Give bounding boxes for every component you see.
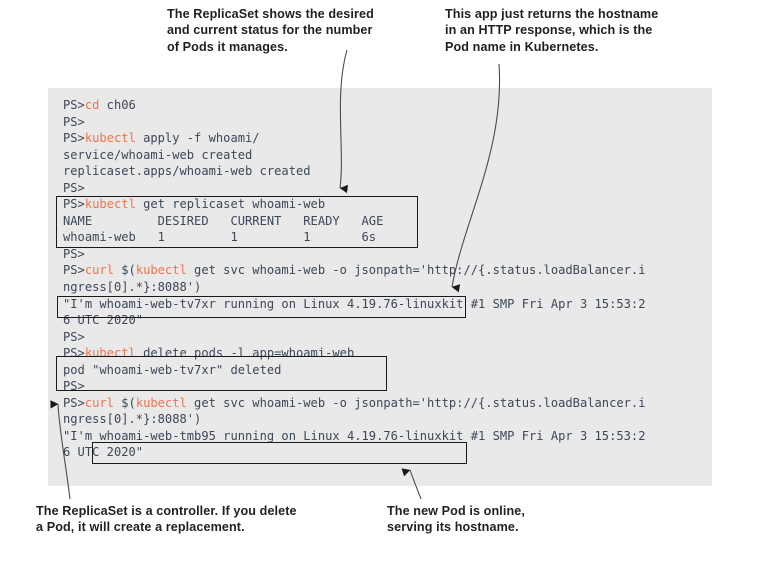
terminal-prompt: PS> [63,180,85,195]
terminal-line: ngress[0].*}:8088') [63,411,646,428]
terminal-line: whoami-web 1 1 1 6s [63,229,646,246]
terminal-line: PS> [63,246,646,263]
callout-replicaset-controller: The ReplicaSet is a controller. If you d… [36,504,297,535]
callout-app-hostname: This app just returns the hostname in an… [445,7,659,54]
terminal-text: whoami-web 1 1 1 6s [63,230,377,245]
terminal-prompt: PS> [63,98,85,112]
terminal-command: curl [84,263,114,278]
terminal-command: kubectl [135,395,187,410]
terminal-prompt: PS> [63,114,85,129]
terminal-line: PS>cd ch06 [63,97,646,114]
terminal-prompt: PS> [63,329,85,344]
terminal-line: PS>curl $(kubectl get svc whoami-web -o … [63,395,646,412]
terminal-text: ch06 [99,98,136,112]
terminal-command: curl [84,395,114,410]
terminal-line: PS> [63,378,646,395]
highlight-box-pod-hostname-second [92,442,467,464]
terminal-line: replicaset.apps/whoami-web created [63,163,646,180]
terminal-line: "I'm whoami-web-tmb95 running on Linux 4… [63,428,646,445]
terminal-text: get svc whoami-web -o jsonpath='http://{… [186,263,646,278]
terminal-prompt: PS> [63,131,85,146]
terminal-line: ngress[0].*}:8088') [63,279,646,296]
terminal-line: PS> [63,114,646,131]
highlight-box-delete-pod [56,356,387,391]
highlight-box-replicaset-status [56,196,418,248]
terminal-line: PS>curl $(kubectl get svc whoami-web -o … [63,262,646,279]
terminal-line: PS>kubectl apply -f whoami/ [63,130,646,147]
terminal-line: NAME DESIRED CURRENT READY AGE [63,213,646,230]
callout-replicaset-status: The ReplicaSet shows the desired and cur… [167,7,374,54]
terminal-text: "I'm whoami-web-tv7xr running on Linux 4… [63,296,646,311]
terminal-line: pod "whoami-web-tv7xr" deleted [63,362,646,379]
terminal-line: "I'm whoami-web-tv7xr running on Linux 4… [63,296,646,313]
terminal-command: kubectl [84,197,136,212]
terminal-prompt: PS> [63,197,85,212]
terminal-text: pod "whoami-web-tv7xr" deleted [63,362,282,377]
terminal-text: replicaset.apps/whoami-web created [63,164,311,179]
terminal-prompt: PS> [63,379,85,394]
highlight-box-pod-hostname-first [57,296,466,318]
terminal-text: $( [113,395,136,410]
terminal-text: $( [113,263,136,278]
terminal-command: kubectl [135,263,187,278]
terminal-prompt: PS> [63,246,85,261]
terminal-prompt: PS> [63,263,85,278]
terminal-line: PS> [63,180,646,197]
terminal-text: apply -f whoami/ [135,131,260,146]
terminal-text: ngress[0].*}:8088') [63,280,202,295]
terminal-text: NAME DESIRED CURRENT READY AGE [63,213,384,228]
terminal-text: get svc whoami-web -o jsonpath='http://{… [186,395,646,410]
terminal-text: get replicaset whoami-web [135,197,326,212]
terminal-line: service/whoami-web created [63,147,646,164]
terminal-text: "I'm whoami-web-tmb95 running on Linux 4… [63,428,646,443]
terminal-line: PS> [63,329,646,346]
terminal-command: cd [84,98,100,112]
callout-new-pod-online: The new Pod is online, serving its hostn… [387,504,525,535]
terminal-text: ngress[0].*}:8088') [63,412,202,427]
terminal-prompt: PS> [63,395,85,410]
terminal-text: service/whoami-web created [63,147,253,162]
terminal-text: 6 UTC 2020" [63,313,144,328]
terminal-line: PS>kubectl get replicaset whoami-web [63,196,646,213]
terminal-line: 6 UTC 2020" [63,312,646,329]
terminal-command: kubectl [84,131,136,146]
